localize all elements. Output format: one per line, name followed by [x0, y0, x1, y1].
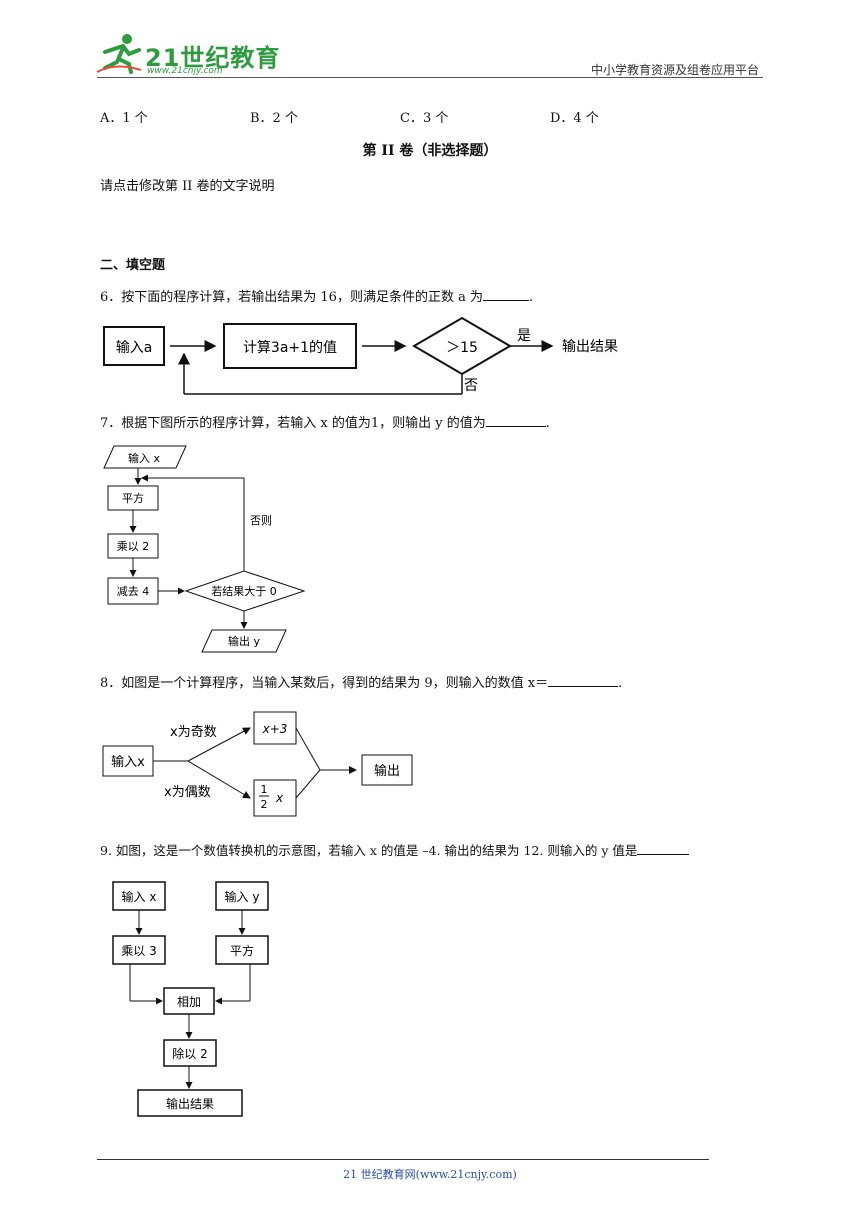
- footer-divider: [97, 1159, 709, 1160]
- q8-half-numerator: 1: [261, 783, 268, 796]
- q9-input-y-label: 输入 y: [225, 889, 260, 904]
- q7-input-shape: [103, 445, 187, 469]
- header: 21世纪教育 www.21cnjy.com 中小学教育资源及组卷应用平台: [95, 28, 765, 78]
- q7-multiply-label: 乘以 2: [117, 540, 150, 553]
- logo-runner-icon: [96, 34, 142, 74]
- logo-url: www.21cnjy.com: [147, 66, 223, 76]
- part2-note: 请点击修改第 II 卷的文字说明: [100, 179, 275, 194]
- q8-answer-blank[interactable]: [548, 672, 619, 687]
- footer-link[interactable]: 21 世纪教育网(www.21cnjy.com): [343, 1168, 517, 1181]
- q6-compute-box: [223, 323, 357, 369]
- q9-question: 9. 如图，这是一个数值转换机的示意图，若输入 x 的值是 –4. 输出的结果为…: [100, 840, 690, 859]
- q8-input-label: 输入x: [111, 754, 145, 770]
- q8-odd-label: x为奇数: [170, 724, 217, 740]
- q6-condition-label: ＞15: [446, 340, 478, 356]
- q9-output-label: 输出结果: [166, 1096, 214, 1111]
- q9-multiply-label: 乘以 3: [121, 944, 156, 958]
- q6-input-label: 输入a: [116, 340, 153, 356]
- q8-half-denominator: 2: [261, 798, 268, 811]
- logo-text: 21世纪教育: [145, 44, 281, 72]
- q7-question: 7．根据下图所示的程序计算，若输入 x 的值为1，则输出 y 的值为.: [100, 412, 550, 431]
- q9-multiply-box: [112, 935, 166, 965]
- q7-output-label: 输出 y: [228, 634, 260, 648]
- q9-add-label: 相加: [177, 995, 201, 1009]
- q9-square-box: [215, 935, 269, 965]
- q7-flowchart: 输入 x 平方 乘以 2 减去 4 若结果大于 0 否则 输出 y: [103, 445, 306, 653]
- q8-even-label: x为偶数: [164, 785, 211, 800]
- q9-square-label: 平方: [230, 943, 254, 958]
- q7-condition-diamond: [184, 570, 306, 612]
- q6-compute-label: 计算3a+1的值: [243, 340, 337, 356]
- q9-answer-blank[interactable]: [637, 840, 690, 855]
- q7-else-label: 否则: [250, 514, 272, 527]
- q9-divide-label: 除以 2: [172, 1046, 207, 1061]
- q7-square-label: 平方: [122, 491, 144, 505]
- q8-output-label: 输出: [374, 763, 400, 779]
- q8-half-x: x: [275, 791, 284, 805]
- q8-question: 8．如图是一个计算程序，当输入某数后，得到的结果为 9，则输入的数值 x＝.: [100, 672, 622, 691]
- option-a: A．1 个: [100, 111, 148, 126]
- part2-title: 第 II 卷（非选择题）: [362, 143, 498, 159]
- q6-answer-blank[interactable]: [482, 286, 529, 301]
- q8-flowchart: 输入x x为奇数 x为偶数 x+3 1 2 x 输出: [102, 711, 413, 817]
- section-title: 二、填空题: [100, 258, 166, 273]
- q7-condition-label: 若结果大于 0: [211, 584, 277, 598]
- q7-answer-blank[interactable]: [485, 412, 546, 427]
- q9-output-box: [137, 1089, 243, 1117]
- platform-name: 中小学教育资源及组卷应用平台: [590, 63, 759, 77]
- option-b: B．2 个: [250, 111, 298, 126]
- q6-input-box: [103, 326, 165, 366]
- q8-output-box: [361, 754, 413, 786]
- q9-divide-box: [163, 1039, 217, 1067]
- q6-output-label: 输出结果: [562, 339, 618, 355]
- q6-flowchart: 输入a 计算3a+1的值 ＞15 是 输出结果 否: [103, 316, 618, 395]
- q9-input-x-label: 输入 x: [122, 889, 157, 904]
- q7-output-shape: [201, 629, 287, 653]
- q7-input-label: 输入 x: [128, 451, 160, 465]
- q6-question: 6．按下面的程序计算，若输出结果为 16，则满足条件的正数 a 为.: [100, 286, 533, 305]
- q9-flowchart: 输入 x 输入 y 乘以 3 平方 相加 除以 2 输出结果: [112, 881, 269, 1117]
- header-divider: [97, 77, 763, 78]
- q6-yes-label: 是: [517, 328, 531, 344]
- q7-subtract-label: 减去 4: [117, 585, 150, 598]
- option-d: D．4 个: [550, 111, 599, 126]
- option-c: C．3 个: [400, 111, 449, 126]
- q6-no-label: 否: [464, 378, 478, 394]
- q8-plus3-label: x+3: [262, 722, 288, 736]
